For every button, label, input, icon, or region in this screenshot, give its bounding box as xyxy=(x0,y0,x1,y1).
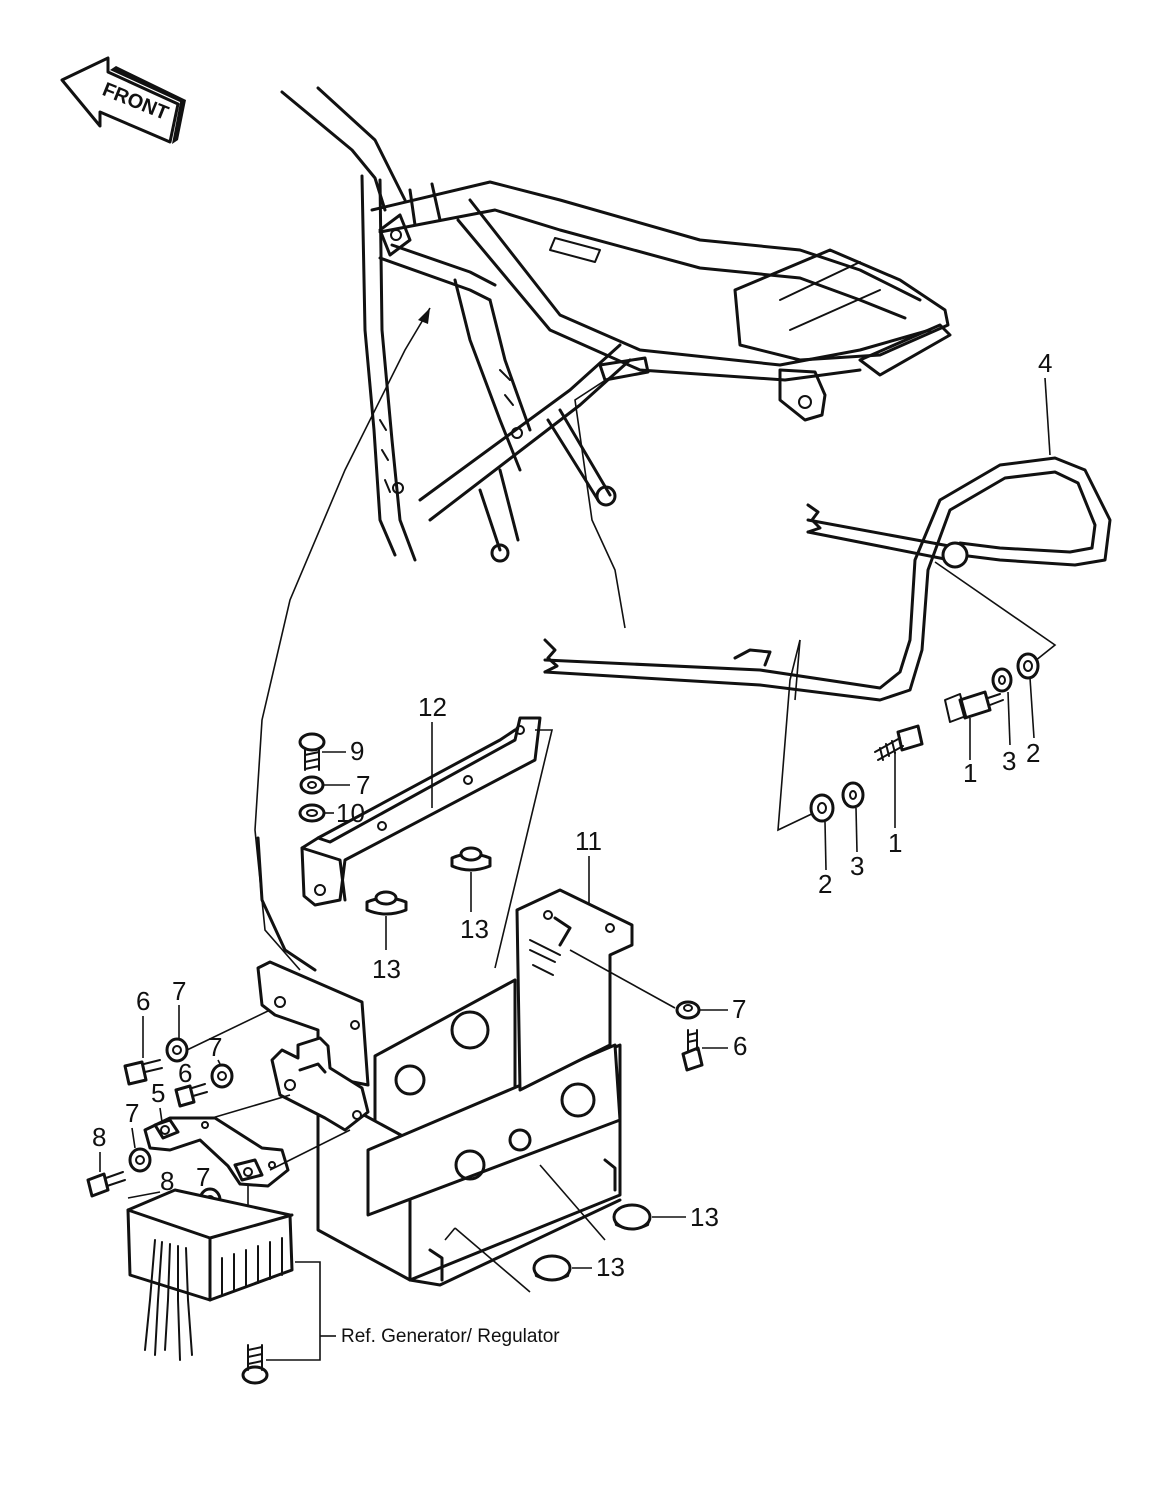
part-12-bracket[interactable] xyxy=(300,716,542,907)
callout-6c: 6 xyxy=(178,1058,192,1088)
washer-7a[interactable] xyxy=(299,775,325,795)
callout-10: 10 xyxy=(336,798,365,828)
callout-5: 5 xyxy=(151,1078,165,1108)
cushion-13c[interactable] xyxy=(612,1203,652,1231)
callout-7e: 7 xyxy=(125,1098,139,1128)
bolt-1b[interactable] xyxy=(874,724,924,761)
callout-7a: 7 xyxy=(356,770,370,800)
ref-generator-regulator: Ref. Generator/ Regulator xyxy=(341,1326,560,1347)
bolt-6b[interactable] xyxy=(123,1059,163,1086)
nut-7b[interactable] xyxy=(675,1000,701,1020)
screw-9[interactable] xyxy=(298,732,326,771)
cushion-13a[interactable] xyxy=(450,846,492,872)
callout-7b: 7 xyxy=(732,994,746,1024)
part-11-battery-case[interactable] xyxy=(256,888,634,1287)
washer-7e[interactable] xyxy=(128,1147,152,1173)
callout-13b: 13 xyxy=(372,954,401,984)
part-5-bracket[interactable] xyxy=(143,1116,290,1188)
callout-2b: 2 xyxy=(818,869,832,899)
callout-4: 4 xyxy=(1038,348,1052,378)
callout-13a: 13 xyxy=(460,914,489,944)
callout-6b: 6 xyxy=(136,986,150,1016)
part-4-grab-bar[interactable] xyxy=(543,456,1112,702)
callout-7f: 7 xyxy=(196,1162,210,1192)
callout-11: 11 xyxy=(575,826,602,856)
bolt-6a[interactable] xyxy=(681,1029,704,1072)
callout-12: 12 xyxy=(418,692,447,722)
regulator-screw[interactable] xyxy=(241,1344,269,1385)
callout-7c: 7 xyxy=(172,976,186,1006)
bolt-1a[interactable] xyxy=(944,690,1004,723)
screw-8a[interactable] xyxy=(86,1171,126,1198)
callout-13d: 13 xyxy=(596,1252,625,1282)
bolt-6c[interactable] xyxy=(174,1083,208,1108)
cushion-13b[interactable] xyxy=(365,890,408,916)
callout-1b: 1 xyxy=(888,828,902,858)
frame xyxy=(280,86,952,563)
frame-leaders xyxy=(254,307,626,972)
callout-2a: 2 xyxy=(1026,738,1040,768)
callout-6a: 6 xyxy=(733,1031,747,1061)
washer-3b[interactable] xyxy=(841,781,865,809)
callout-3a: 3 xyxy=(1002,746,1016,776)
callout-8b: 8 xyxy=(160,1166,174,1196)
washer-2a[interactable] xyxy=(1016,652,1040,680)
callout-1a: 1 xyxy=(963,758,977,788)
front-arrow: FRONT xyxy=(60,56,186,144)
cushion-13d[interactable] xyxy=(532,1254,572,1282)
washer-3a[interactable] xyxy=(991,667,1013,693)
washer-10[interactable] xyxy=(298,803,326,823)
callout-7d: 7 xyxy=(208,1032,222,1062)
part-4-leaders xyxy=(777,561,1057,832)
callout-9: 9 xyxy=(350,736,364,766)
callout-3b: 3 xyxy=(850,851,864,881)
washer-2b[interactable] xyxy=(809,793,835,823)
regulator[interactable] xyxy=(126,1188,294,1361)
callout-8a: 8 xyxy=(92,1122,106,1152)
washer-7d[interactable] xyxy=(210,1063,234,1089)
callout-13c: 13 xyxy=(690,1202,719,1232)
